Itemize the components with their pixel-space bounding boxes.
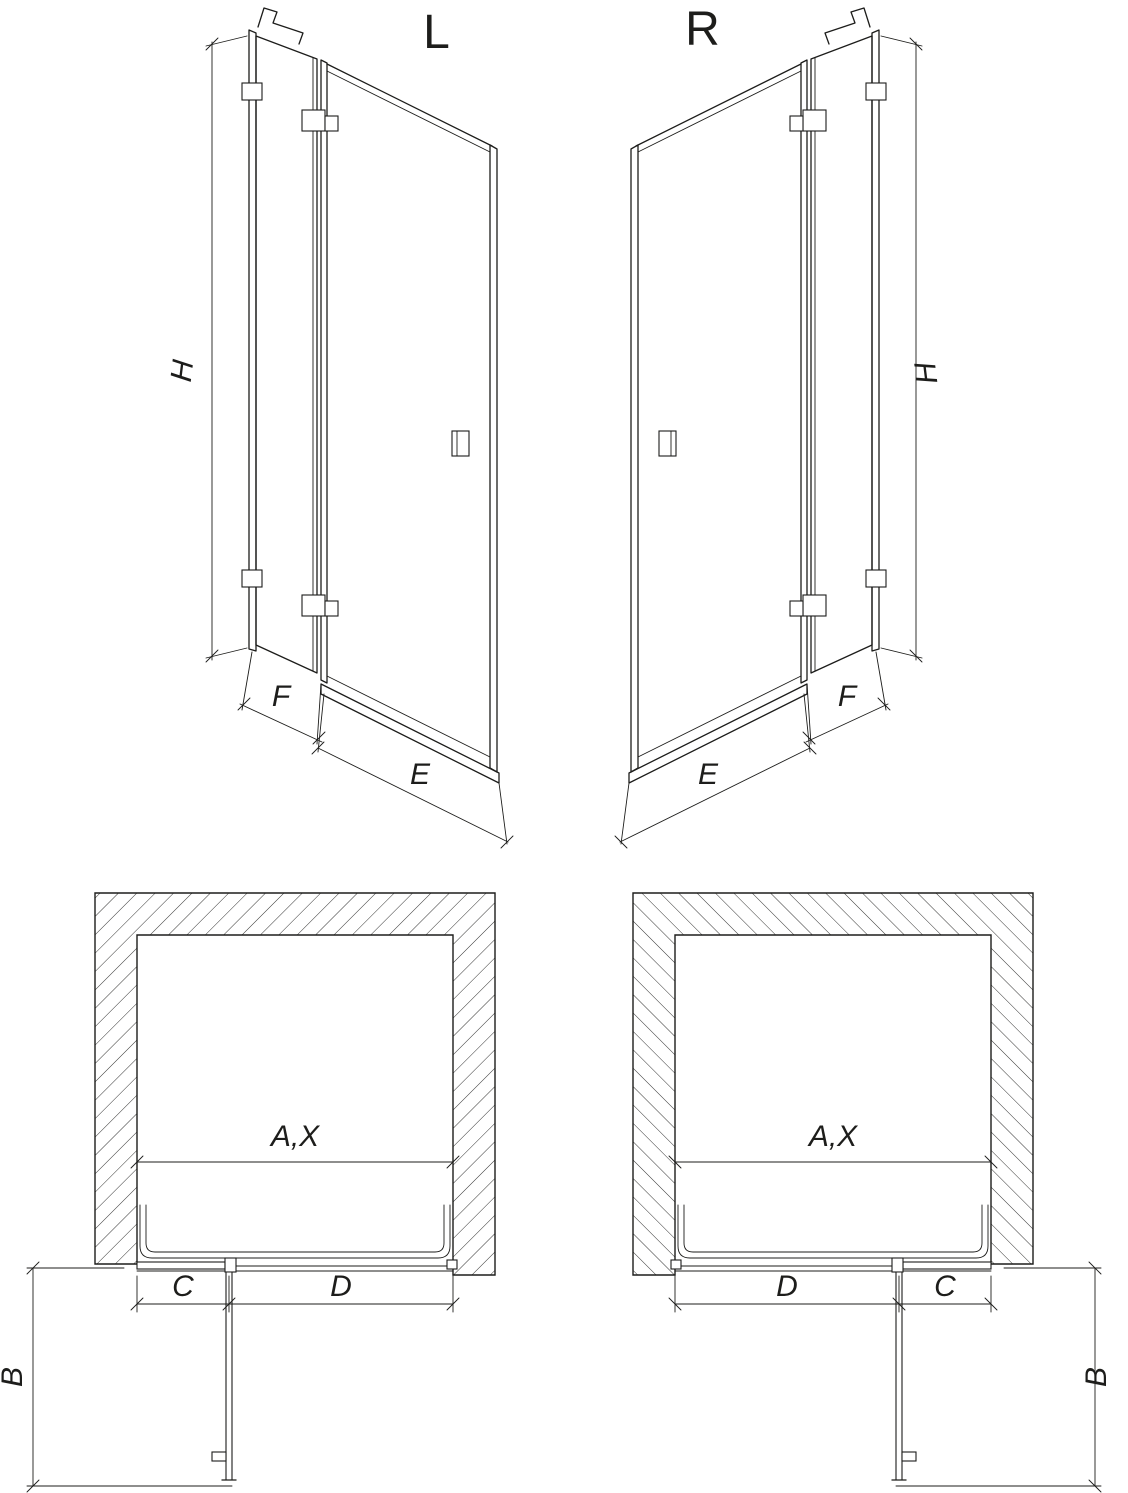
dim-label-ax-left-plan: A,X: [269, 1120, 320, 1153]
r-plan-view: [632, 892, 1102, 1493]
dim-label-h-left: H: [165, 358, 200, 384]
dim-label-c-left-plan: C: [172, 1270, 194, 1303]
l-plan-view: [26, 892, 496, 1493]
dim-label-f-right: F: [838, 680, 858, 713]
dim-label-e-left: E: [410, 758, 431, 791]
dim-label-e-right: E: [698, 758, 719, 791]
variant-label-right: R: [685, 3, 721, 56]
dim-label-d-left-plan: D: [330, 1270, 352, 1303]
dim-label-c-right-plan: C: [934, 1270, 956, 1303]
variant-label-left: L: [423, 6, 451, 59]
dim-label-f-left: F: [272, 680, 292, 713]
dim-label-b-right-plan: B: [1080, 1367, 1113, 1387]
dim-label-ax-right-plan: A,X: [807, 1120, 858, 1153]
dim-label-h-right: H: [909, 360, 944, 386]
dim-label-d-right-plan: D: [776, 1270, 798, 1303]
l-door-isometric-view: [205, 7, 514, 849]
dim-label-b-left-plan: B: [0, 1367, 29, 1387]
r-door-isometric-view: [614, 7, 923, 849]
